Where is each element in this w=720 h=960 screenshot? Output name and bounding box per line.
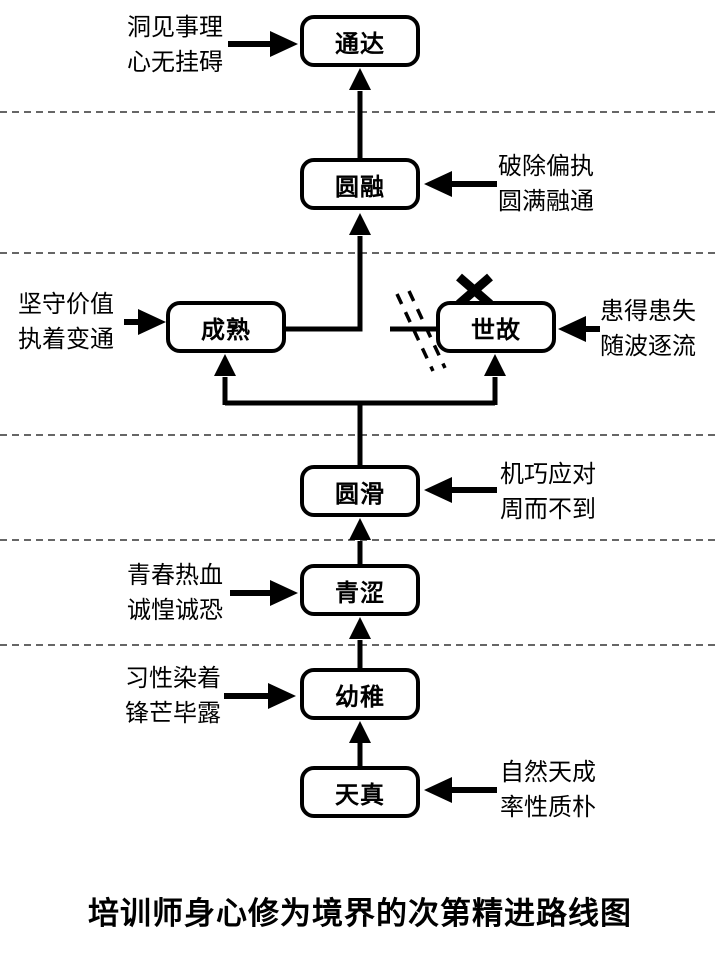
note-qingse-line2: 诚惶诚恐 [127,597,223,624]
note-tianzhen: 自然天成 率性质朴 [500,755,596,825]
note-chengshu-line2: 执着变通 [18,326,114,353]
note-arrow-tianzhen [424,777,497,803]
stage-label-qingse: 青涩 [335,579,385,607]
branch-yuanhua-to-chengshu-and-shigu [214,354,506,465]
stage-box-tianzhen: 天真 [300,766,420,818]
severed-path-marks [395,290,447,372]
stage-label-tongda: 通达 [335,30,385,58]
note-youzhi-line2: 锋芒毕露 [125,700,221,727]
stage-label-chengshu: 成熟 [201,316,251,344]
stage-box-youzhi: 幼稚 [300,668,420,720]
note-arrow-qingse [230,580,298,606]
blocked-x-icon [456,273,493,308]
note-youzhi: 习性染着 锋芒毕露 [125,661,221,731]
note-tongda: 洞见事理 心无挂碍 [127,10,223,80]
note-yuanhua-line2: 周而不到 [500,496,596,523]
note-yuanrong-line2: 圆满融通 [498,188,594,215]
note-tianzhen-line2: 率性质朴 [500,794,596,821]
note-chengshu-line1: 坚守价值 [18,291,114,318]
note-yuanrong-line1: 破除偏执 [498,153,594,180]
note-qingse: 青春热血 诚惶诚恐 [127,558,223,628]
stage-box-tongda: 通达 [300,15,420,67]
arrow-qingse-to-yuanhua [349,518,371,564]
stage-label-yuanrong: 圆融 [335,173,385,201]
stage-box-chengshu: 成熟 [166,301,286,353]
note-arrow-yuanhua [424,477,497,503]
note-shigu-line1: 患得患失 [600,298,696,325]
note-arrow-chengshu [124,309,166,335]
note-youzhi-line1: 习性染着 [125,665,221,692]
arrow-tianzhen-to-youzhi [349,721,371,766]
arrow-yuanrong-to-tongda [349,68,371,158]
stage-box-yuanhua: 圆滑 [300,465,420,517]
stage-box-qingse: 青涩 [300,564,420,616]
stage-label-shigu: 世故 [471,316,521,344]
stage-label-yuanhua: 圆滑 [335,480,385,508]
note-arrow-shigu [558,316,600,342]
note-qingse-line1: 青春热血 [127,562,223,589]
arrow-youzhi-to-qingse [349,617,371,668]
note-tongda-line1: 洞见事理 [127,14,223,41]
stage-box-shigu: 世故 [436,301,556,353]
note-shigu-line2: 随波逐流 [600,333,696,360]
stage-label-tianzhen: 天真 [335,781,385,809]
arrow-chengshu-to-yuanrong [284,213,371,332]
note-tongda-line2: 心无挂碍 [127,49,223,76]
note-arrow-tongda [228,31,298,57]
note-shigu: 患得患失 随波逐流 [600,294,696,364]
note-tianzhen-line1: 自然天成 [500,759,596,786]
note-yuanrong: 破除偏执 圆满融通 [498,149,594,219]
note-yuanhua: 机巧应对 周而不到 [500,457,596,527]
diagram-title: 培训师身心修为境界的次第精进路线图 [88,896,632,931]
note-chengshu: 坚守价值 执着变通 [18,287,114,357]
note-yuanhua-line1: 机巧应对 [500,461,596,488]
stage-box-yuanrong: 圆融 [300,158,420,210]
stage-label-youzhi: 幼稚 [335,683,385,711]
note-arrow-youzhi [224,683,296,709]
note-arrow-yuanrong [424,171,497,197]
